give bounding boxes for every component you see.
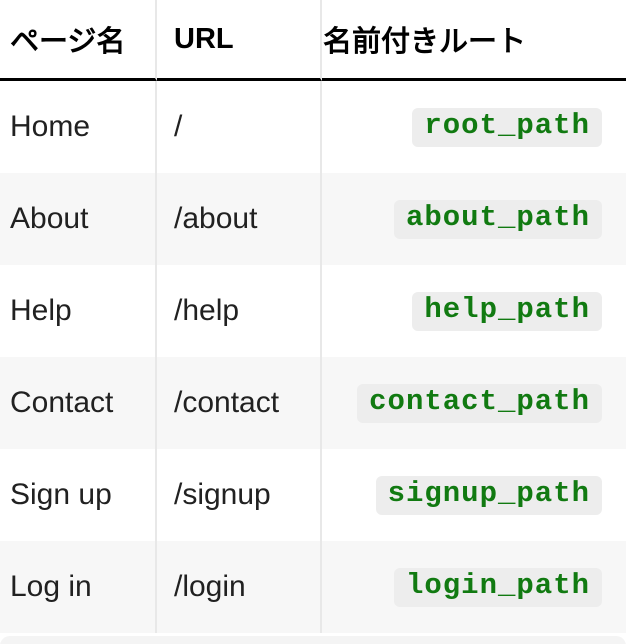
page-name-cell: About (0, 173, 157, 265)
route-cell: root_path (322, 81, 626, 173)
page-name-cell: Home (0, 81, 157, 173)
url-cell: /signup (157, 449, 322, 541)
url-cell: /help (157, 265, 322, 357)
route-code: contact_path (357, 384, 602, 423)
code-block-top (0, 636, 626, 644)
route-cell: help_path (322, 265, 626, 357)
route-cell: signup_path (322, 449, 626, 541)
route-code: login_path (393, 568, 602, 607)
url-cell: / (157, 81, 322, 173)
url-cell: /about (157, 173, 322, 265)
table-row-help: Help /help help_path (0, 265, 626, 357)
page-name-cell: Log in (0, 541, 157, 633)
route-code: signup_path (375, 476, 602, 515)
url-cell: /contact (157, 357, 322, 449)
table-row-about: About /about about_path (0, 173, 626, 265)
column-header-named-route: 名前付きルート (322, 0, 626, 81)
route-code: about_path (393, 200, 602, 239)
table-row-home: Home / root_path (0, 81, 626, 173)
table-row-login: Log in /login login_path (0, 541, 626, 633)
table-row-contact: Contact /contact contact_path (0, 357, 626, 449)
column-header-page-name: ページ名 (0, 0, 157, 81)
column-header-url: URL (157, 0, 322, 81)
route-cell: login_path (322, 541, 626, 633)
header-row: ページ名 URL 名前付きルート (0, 0, 626, 81)
page-name-cell: Help (0, 265, 157, 357)
url-cell: /login (157, 541, 322, 633)
route-cell: contact_path (322, 357, 626, 449)
route-cell: about_path (322, 173, 626, 265)
page-name-cell: Contact (0, 357, 157, 449)
page-name-cell: Sign up (0, 449, 157, 541)
route-code: root_path (412, 108, 602, 147)
route-code: help_path (412, 292, 602, 331)
table-row-signup: Sign up /signup signup_path (0, 449, 626, 541)
